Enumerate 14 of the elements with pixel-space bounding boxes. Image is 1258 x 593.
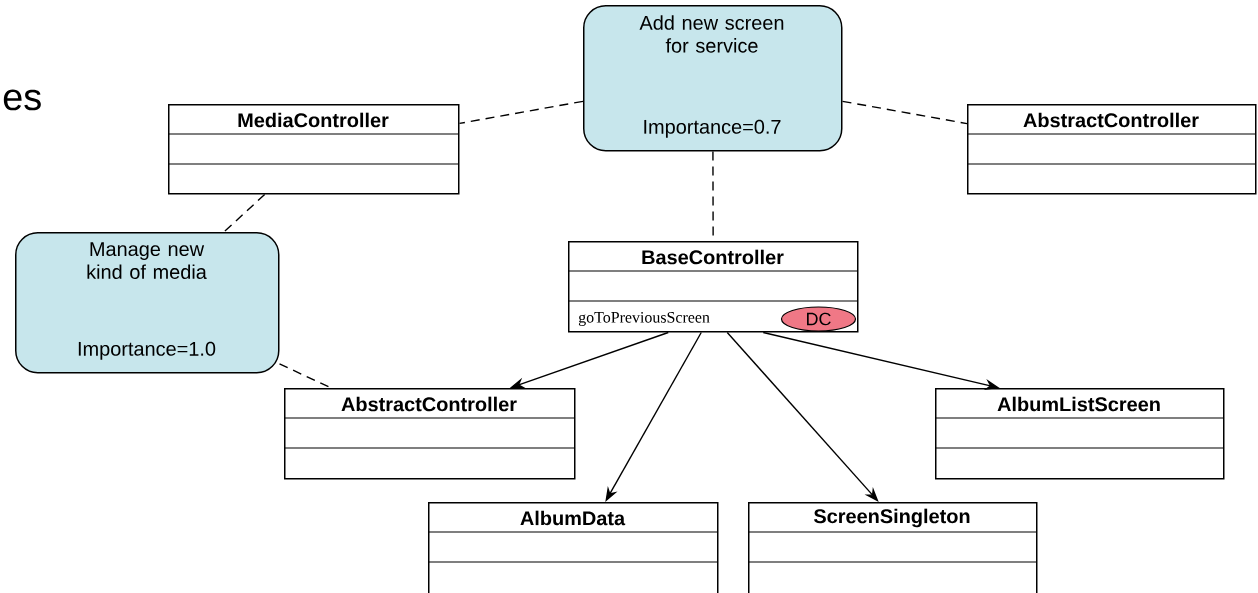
class-box: AlbumData	[427, 502, 719, 593]
arrow	[726, 331, 879, 502]
class-box: AbstractController	[966, 104, 1257, 195]
note-callout: Add new screen for service Importance=0.7	[583, 5, 843, 152]
class-box: AlbumListScreen	[934, 388, 1225, 480]
dashed-line	[458, 100, 584, 125]
dashed-line	[223, 193, 266, 233]
slide-text-fragment: es	[3, 89, 41, 111]
dashed-line	[278, 363, 332, 389]
note-callout: Manage new kind of media Importance=1.0	[15, 232, 280, 374]
class-box: AbstractController	[283, 388, 576, 480]
class-box: ScreenSingleton	[747, 502, 1038, 593]
dashed-line	[841, 100, 968, 125]
class-box: MediaController	[167, 104, 460, 195]
